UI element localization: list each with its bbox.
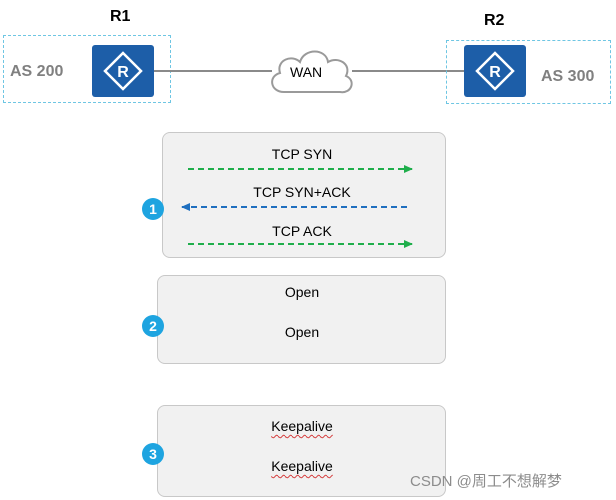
- svg-text:R: R: [117, 64, 129, 81]
- r2-label: R2: [484, 12, 505, 29]
- wan-label: WAN: [290, 64, 323, 80]
- r1-label: R1: [110, 8, 131, 25]
- step-3-badge: 3: [142, 443, 164, 465]
- r1-router-icon: R: [92, 45, 154, 97]
- step-1-message-2: TCP SYN+ACK: [253, 184, 351, 200]
- svg-text:R: R: [489, 64, 501, 81]
- step-2-message-1: Open: [284, 284, 320, 300]
- as200-label: AS 200: [10, 63, 64, 80]
- wan-cloud-icon: [264, 42, 358, 100]
- step-1-message-3: TCP ACK: [272, 223, 332, 239]
- step-2-badge: 2: [142, 315, 164, 337]
- as300-boundary: [446, 40, 611, 104]
- link-r1-wan: [154, 70, 272, 72]
- step-1-message-1: TCP SYN: [271, 146, 333, 162]
- step-1-box: [162, 132, 446, 258]
- link-wan-r2: [352, 70, 466, 72]
- step-2-box: [157, 275, 446, 364]
- step-1-badge: 1: [142, 198, 164, 220]
- step-2-message-2: Open: [284, 324, 320, 340]
- r2-router-icon: R: [464, 45, 526, 97]
- step-3-message-1: Keepalive: [271, 418, 333, 434]
- as200-boundary: [3, 35, 171, 103]
- watermark-text: CSDN @周工不想解梦: [410, 473, 562, 490]
- as300-label: AS 300: [541, 68, 595, 85]
- step-3-message-2: Keepalive: [271, 458, 333, 474]
